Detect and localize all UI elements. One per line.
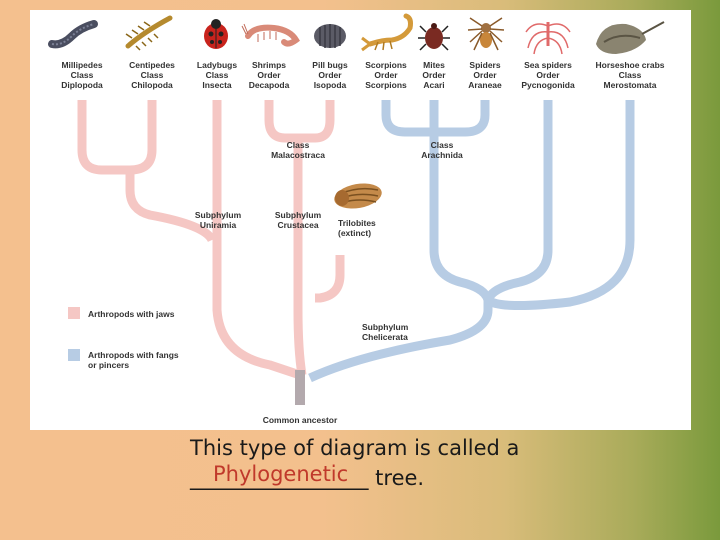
node-name: Chelicerata bbox=[362, 332, 408, 342]
taxon-taxon: Diplopoda bbox=[61, 80, 103, 90]
node-chelicerata: Subphylum Chelicerata bbox=[362, 322, 408, 342]
trilobite-icon bbox=[334, 183, 382, 209]
taxon-taxon: Merostomata bbox=[603, 80, 657, 90]
node-rank: Class bbox=[430, 140, 454, 150]
millipede-icon bbox=[48, 20, 98, 49]
caption-blank: _________________ tree. bbox=[190, 466, 425, 490]
node-rank: Subphylum bbox=[362, 322, 409, 332]
legend-line: Arthropods with fangs bbox=[88, 350, 179, 360]
taxon-taxon: Pycnogonida bbox=[521, 80, 575, 90]
branch-crustacea bbox=[293, 250, 307, 376]
centipede-icon bbox=[125, 15, 173, 51]
node-common-ancestor: Common ancestor bbox=[263, 415, 338, 425]
taxon-rank: Order bbox=[422, 70, 446, 80]
node-crustacea: Subphylum Crustacea bbox=[275, 210, 321, 230]
spider-icon bbox=[467, 17, 505, 51]
taxon-name: Shrimps bbox=[251, 60, 286, 70]
taxon-rank: Class bbox=[618, 70, 642, 80]
node-uniramia: Subphylum Uniramia bbox=[195, 210, 241, 230]
scorpion-icon bbox=[361, 13, 413, 52]
branch-chelicerata bbox=[308, 300, 493, 383]
legend-swatch-jaws bbox=[68, 307, 80, 319]
legend-label-jaws: Arthropods with jaws bbox=[88, 309, 175, 319]
answer-text: Phylogenetic bbox=[213, 462, 349, 486]
taxon-name: Millipedes bbox=[61, 60, 103, 70]
taxon-name: Spiders bbox=[469, 60, 501, 70]
fangs-branches bbox=[308, 100, 635, 383]
branch-araneae bbox=[434, 100, 490, 137]
taxon-taxon: Araneae bbox=[468, 80, 502, 90]
taxon-name: Centipedes bbox=[129, 60, 175, 70]
legend-line: or pincers bbox=[88, 360, 130, 370]
pill-bug-icon bbox=[314, 24, 346, 48]
taxon-name: Pill bugs bbox=[312, 60, 348, 70]
taxon-rank: Order bbox=[374, 70, 398, 80]
taxon-name: Ladybugs bbox=[196, 60, 238, 70]
sea-spider-icon bbox=[525, 22, 571, 55]
node-name: Uniramia bbox=[199, 220, 237, 230]
branch-merostomata bbox=[485, 100, 635, 311]
jaws-branches bbox=[77, 100, 345, 380]
branch-centipedes bbox=[129, 100, 157, 175]
branch-pycnogonida bbox=[483, 100, 553, 302]
branch-arachnida bbox=[429, 132, 493, 302]
taxon-taxon: Decapoda bbox=[248, 80, 290, 90]
taxon-rank: Class bbox=[70, 70, 94, 80]
mite-icon bbox=[418, 23, 450, 51]
branch-scorpions bbox=[381, 100, 434, 137]
branch-myriapods bbox=[125, 170, 217, 243]
taxon-name: Horseshoe crabs bbox=[595, 60, 665, 70]
node-rank: Subphylum bbox=[194, 210, 242, 220]
legend-label-fangs: Arthropods with fangs or pincers bbox=[88, 350, 179, 370]
taxon-name: Sea spiders bbox=[524, 60, 572, 70]
node-note: (extinct) bbox=[338, 228, 372, 238]
caption-line1: This type of diagram is called a bbox=[190, 436, 520, 460]
taxon-taxon: Scorpions bbox=[365, 80, 407, 90]
taxon-rank: Class bbox=[205, 70, 229, 80]
taxon-taxon: Chilopoda bbox=[131, 80, 173, 90]
taxon-taxon: Acari bbox=[423, 80, 445, 90]
ladybug-icon bbox=[204, 19, 228, 49]
node-name: Crustacea bbox=[277, 220, 319, 230]
node-malacostraca: Class Malacostraca bbox=[271, 140, 325, 160]
node-rank: Subphylum bbox=[274, 210, 322, 220]
taxon-rank: Class bbox=[140, 70, 164, 80]
taxon-rank: Order bbox=[318, 70, 342, 80]
node-trilobites: Trilobites (extinct) bbox=[338, 218, 376, 238]
taxon-name: Mites bbox=[423, 60, 445, 70]
node-arachnida: Class Arachnida bbox=[421, 140, 463, 160]
taxon-taxon: Insecta bbox=[202, 80, 232, 90]
branch-isopoda bbox=[298, 100, 335, 143]
node-name: Malacostraca bbox=[271, 150, 325, 160]
taxon-rank: Order bbox=[536, 70, 560, 80]
branch-trilobites bbox=[315, 255, 345, 303]
node-name: Arachnida bbox=[421, 150, 463, 160]
taxon-rank: Order bbox=[473, 70, 497, 80]
branch-millipedes bbox=[77, 100, 130, 175]
node-name: Common ancestor bbox=[262, 415, 338, 425]
node-name: Trilobites bbox=[338, 218, 376, 228]
horseshoe-crab-icon bbox=[596, 21, 665, 54]
taxon-rank: Order bbox=[257, 70, 281, 80]
shrimp-icon bbox=[241, 23, 300, 47]
taxon-name: Scorpions bbox=[365, 60, 407, 70]
legend-swatch-fangs bbox=[68, 349, 80, 361]
branch-decapoda bbox=[264, 100, 298, 143]
node-rank: Class bbox=[286, 140, 310, 150]
taxon-taxon: Isopoda bbox=[313, 80, 347, 90]
phylogenetic-tree bbox=[48, 13, 665, 405]
branch-uniramia bbox=[212, 235, 302, 380]
